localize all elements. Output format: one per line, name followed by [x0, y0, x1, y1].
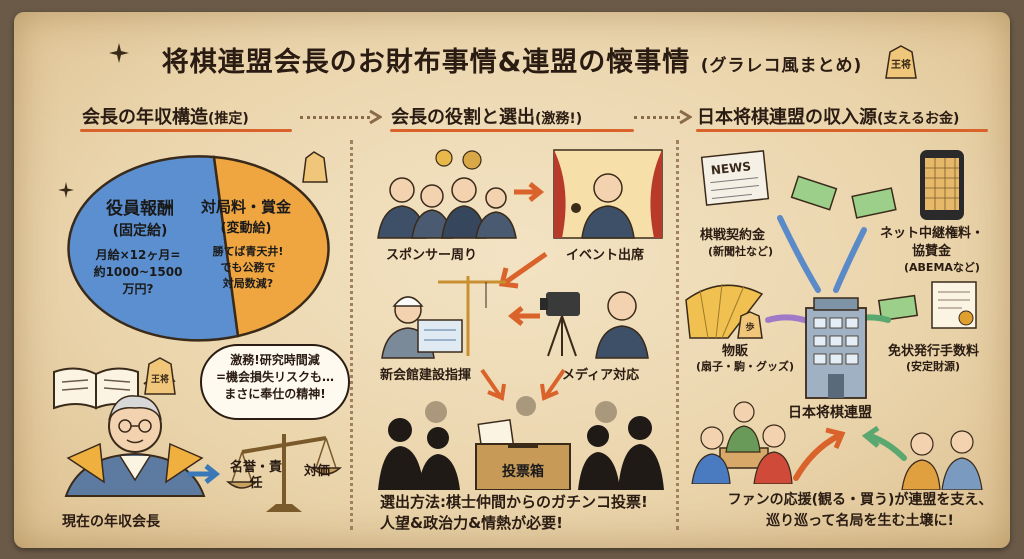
- hq-label: 日本将棋連盟: [788, 405, 872, 421]
- income-pie-chart: 役員報酬 (固定給) 月給×12ヶ月= 約1000~1500 万円? 対局料・賞…: [67, 155, 330, 342]
- slice2-line2: でも公務で: [221, 260, 276, 274]
- title-sub: (グラレコ風まとめ): [700, 56, 863, 76]
- slice2-line3: 対局数減?: [222, 276, 273, 290]
- president-illustration: [64, 395, 206, 497]
- svg-text:歩: 歩: [745, 321, 754, 333]
- page-title: 将棋連盟会長のお財布事情&連盟の懐事情 (グラレコ風まとめ): [150, 40, 874, 79]
- money-bill-icon: [877, 294, 919, 322]
- money-bill-icon: [790, 175, 838, 211]
- construction-illustration: [381, 276, 506, 359]
- arrow-left-icon: [507, 306, 540, 326]
- slice2-title: 対局料・賞金: [200, 198, 292, 216]
- revenue-goods-sub: (扇子・駒・グッズ): [696, 360, 795, 373]
- speech-bubble: 激務!研究時間減 =機会損失リスクも… まさに奉仕の精神!: [200, 344, 350, 420]
- revenue-goods-title: 物販: [722, 344, 749, 359]
- slice1-line1: 月給×12ヶ月=: [95, 247, 181, 262]
- fans-cheering-illustration: [901, 430, 983, 490]
- money-bill-icon: [851, 187, 897, 219]
- election-caption: 選出方法:棋士仲間からのガチンコ投票! 人望&政治力&情熱が必要!: [380, 493, 648, 532]
- role-building-label: 新会館建設指揮: [380, 368, 472, 383]
- dotted-connector: [300, 116, 370, 119]
- sponsor-group-illustration: [377, 149, 517, 239]
- shogi-piece-icon: [302, 151, 328, 183]
- shogi-piece-icon: 歩: [737, 311, 763, 339]
- certificate-icon: [931, 281, 977, 329]
- revenue-newspaper-title: 棋戦契約金: [700, 228, 766, 243]
- shogi-piece-icon: 王将: [144, 357, 176, 395]
- section-role-header: 会長の役割と選出(激務!): [391, 107, 583, 128]
- column-divider: [350, 140, 353, 530]
- arrow-up-left-icon: [861, 425, 907, 461]
- slice2-line1: 勝てば青天井!: [213, 244, 284, 258]
- fans-caption: ファンの応援(観る・買う)が連盟を支え、 巡り巡って名局を生む土壌に!: [727, 492, 993, 529]
- role-media-label: メディア対応: [562, 368, 640, 383]
- hq-building-icon: [805, 297, 867, 399]
- pie-slice-game-fees: [212, 155, 330, 338]
- dotted-connector: [634, 116, 680, 119]
- fans-playing-illustration: [691, 401, 793, 484]
- newspaper-icon: NEWS: [700, 150, 770, 206]
- svg-text:王将: 王将: [151, 373, 169, 385]
- ballot-box-label: 投票箱: [502, 463, 544, 480]
- revenue-newspaper-sub: (新聞社など): [708, 245, 774, 258]
- scale-right-label: 対価: [304, 464, 331, 479]
- revenue-net-title1: ネット中継権料・: [880, 226, 985, 241]
- star-icon: [109, 43, 129, 63]
- revenue-net-title2: 協賛金: [912, 244, 952, 259]
- slice2-sub: (変動給): [221, 220, 272, 236]
- smartphone-icon: [920, 150, 964, 220]
- voting-scene-illustration: 投票箱: [378, 396, 664, 490]
- section-role-underline: [390, 129, 634, 132]
- revenue-license-title: 免状発行手数料: [888, 344, 980, 359]
- arrow-right-icon: [369, 109, 382, 125]
- scale-left-label: 名誉・責任: [230, 460, 283, 491]
- pie-slice-fixed-salary: [67, 155, 240, 342]
- section-income-header: 会長の年収構造(推定): [82, 107, 249, 128]
- arrow-up-right-icon: [793, 427, 846, 481]
- role-event-label: イベント出席: [566, 248, 645, 263]
- arrow-down-left-icon: [498, 251, 548, 289]
- event-stage-illustration: [553, 149, 663, 239]
- title-main: 将棋連盟会長のお財布事情&連盟の懐事情: [161, 47, 691, 78]
- svg-text:NEWS: NEWS: [710, 159, 751, 177]
- slice1-title: 役員報酬: [106, 198, 174, 219]
- revenue-license-sub: (安定財源): [906, 360, 961, 373]
- slice1-sub: (固定給): [113, 222, 168, 239]
- arrow-right-icon: [188, 464, 221, 484]
- president-label: 現在の年収会長: [62, 514, 160, 530]
- section-revenue-header: 日本将棋連盟の収入源(支えるお金): [697, 107, 960, 128]
- slice1-line2: 約1000~1500: [94, 264, 183, 279]
- arrow-right-icon: [514, 182, 545, 202]
- svg-text:王将: 王将: [891, 58, 911, 71]
- column-divider: [676, 140, 679, 530]
- balance-scale-icon: [226, 434, 342, 512]
- sparkle-icon: [58, 182, 74, 198]
- role-sponsor-label: スポンサー周り: [386, 248, 478, 263]
- folding-fan-icon: [685, 283, 764, 339]
- section-income-underline: [80, 129, 292, 132]
- arrow-right-icon: [679, 109, 692, 125]
- media-camera-illustration: [540, 291, 649, 359]
- section-revenue-underline: [696, 129, 988, 132]
- slice1-line3: 万円?: [122, 282, 154, 296]
- revenue-net-sub: (ABEMAなど): [904, 261, 980, 274]
- arrow-down-icon: [480, 368, 506, 401]
- shogi-piece-icon: 王将: [885, 45, 917, 79]
- arrow-down-icon: [540, 368, 566, 401]
